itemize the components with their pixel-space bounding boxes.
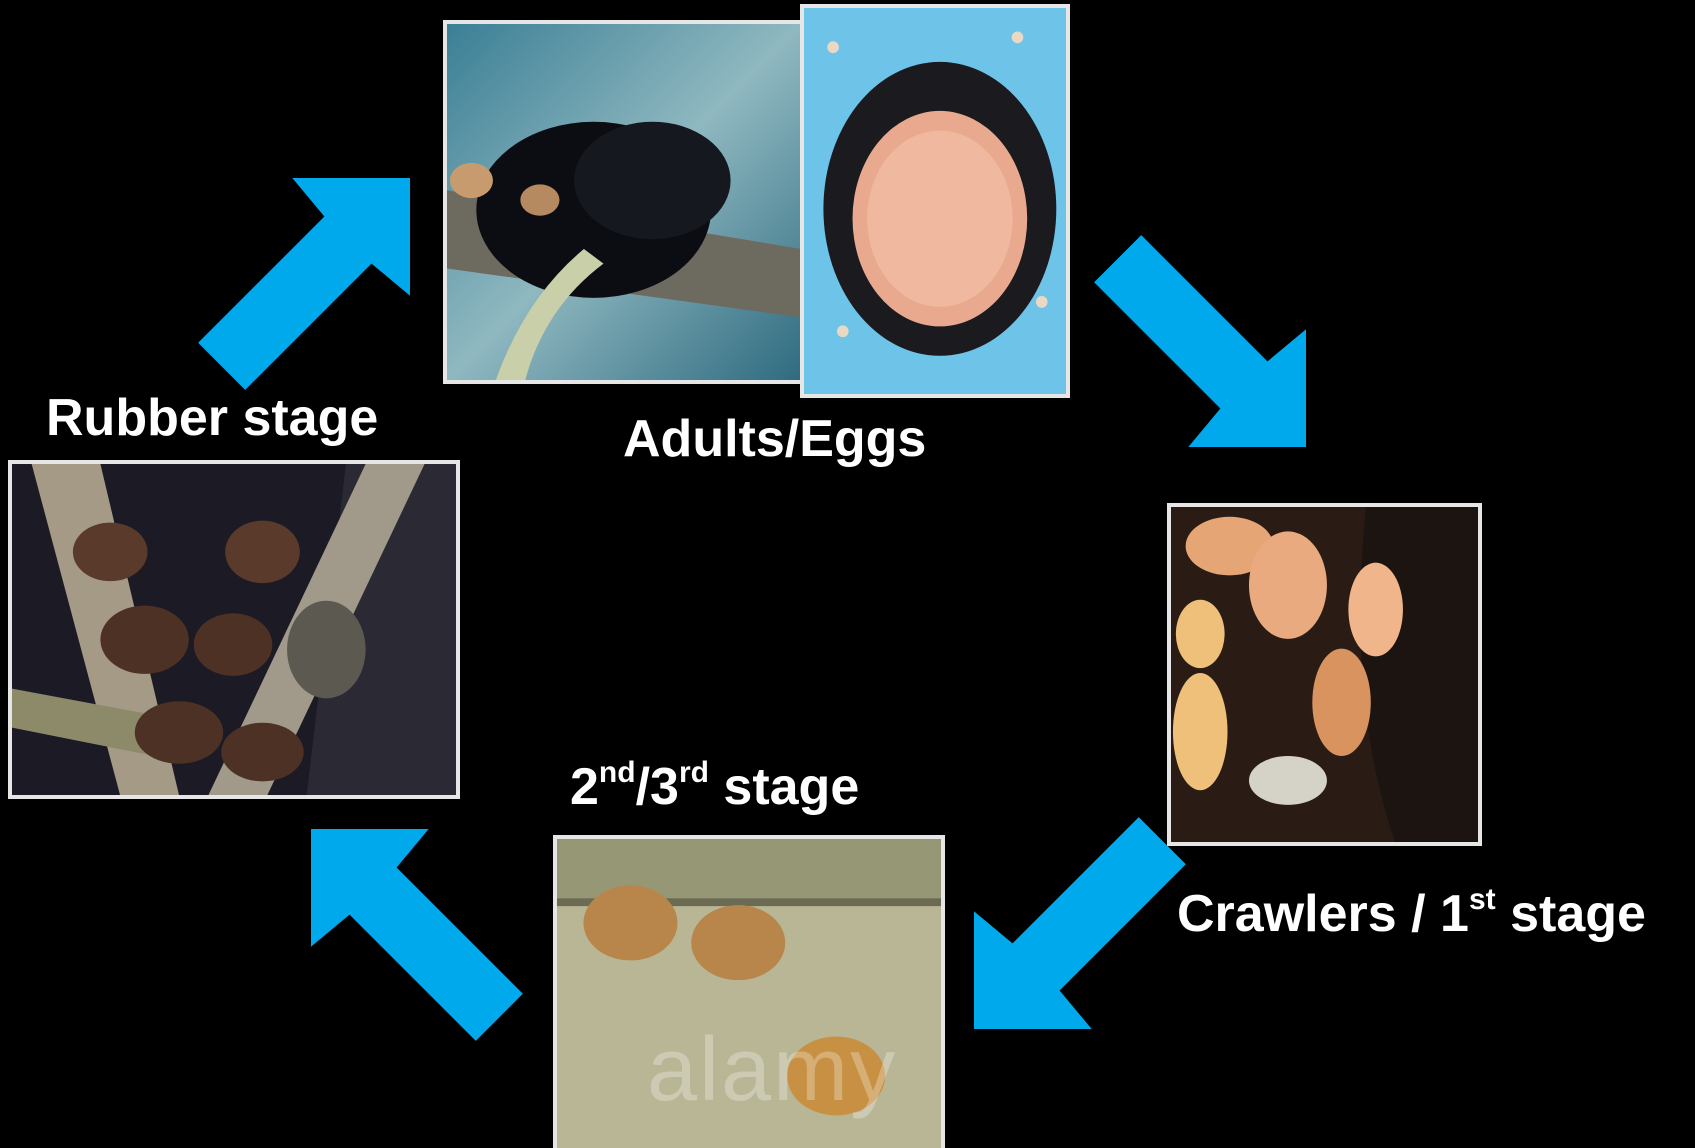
arrow-up-right-icon bbox=[196, 178, 410, 392]
stage-2-sup: nd bbox=[599, 756, 636, 789]
rubber-stage-photo bbox=[8, 460, 460, 799]
arrow-down-left-icon bbox=[974, 815, 1188, 1029]
adult-scale-photo bbox=[443, 20, 805, 384]
arrow-up-left-icon bbox=[311, 829, 525, 1043]
crawlers-label: Crawlers / 1st stage bbox=[1177, 888, 1646, 940]
watermark: alamy bbox=[647, 1019, 897, 1122]
crawlers-text-sup: st bbox=[1469, 883, 1496, 916]
stage-3-sup: rd bbox=[679, 756, 709, 789]
crawlers-text-pre: Crawlers / 1 bbox=[1177, 885, 1469, 943]
adults-eggs-text: Adults/Eggs bbox=[623, 410, 926, 468]
adults-eggs-label: Adults/Eggs bbox=[623, 413, 926, 465]
second-third-stage-photo: alamy bbox=[553, 835, 945, 1148]
crawlers-text-post: stage bbox=[1496, 885, 1646, 943]
stage-suffix-text: stage bbox=[709, 758, 859, 816]
arrow-down-right-icon bbox=[1092, 233, 1306, 447]
eggs-photo bbox=[800, 4, 1070, 398]
rubber-stage-label: Rubber stage bbox=[46, 392, 378, 444]
second-third-stage-label: 2nd/3rd stage bbox=[570, 761, 859, 813]
stage-2-text: 2 bbox=[570, 758, 599, 816]
rubber-stage-text: Rubber stage bbox=[46, 389, 378, 447]
stage-3-text: /3 bbox=[636, 758, 679, 816]
crawlers-photo bbox=[1167, 503, 1482, 846]
